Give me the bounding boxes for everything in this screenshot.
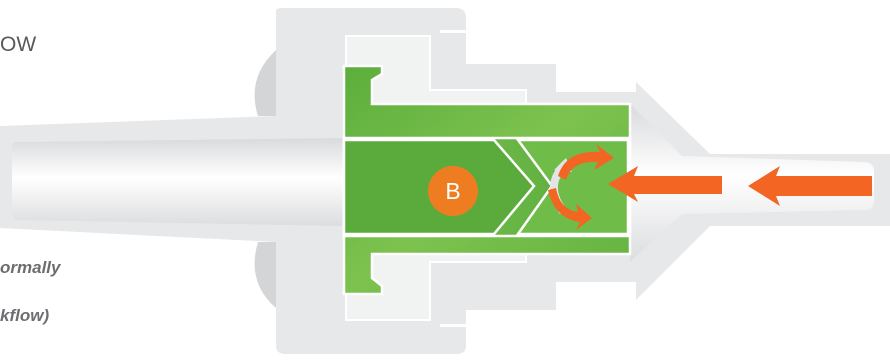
flow-arrow-icon xyxy=(608,166,722,202)
curved-arrow-icon xyxy=(548,144,614,230)
caption-line-2: kflow) xyxy=(0,306,50,325)
inlet-tube xyxy=(12,138,344,226)
outlet-tube xyxy=(630,104,874,262)
flow-arrow-icon xyxy=(748,166,872,206)
caption-line-1: ormally xyxy=(0,258,61,277)
valve-b-badge: B xyxy=(428,166,478,216)
top-left-label: OW xyxy=(0,33,37,56)
